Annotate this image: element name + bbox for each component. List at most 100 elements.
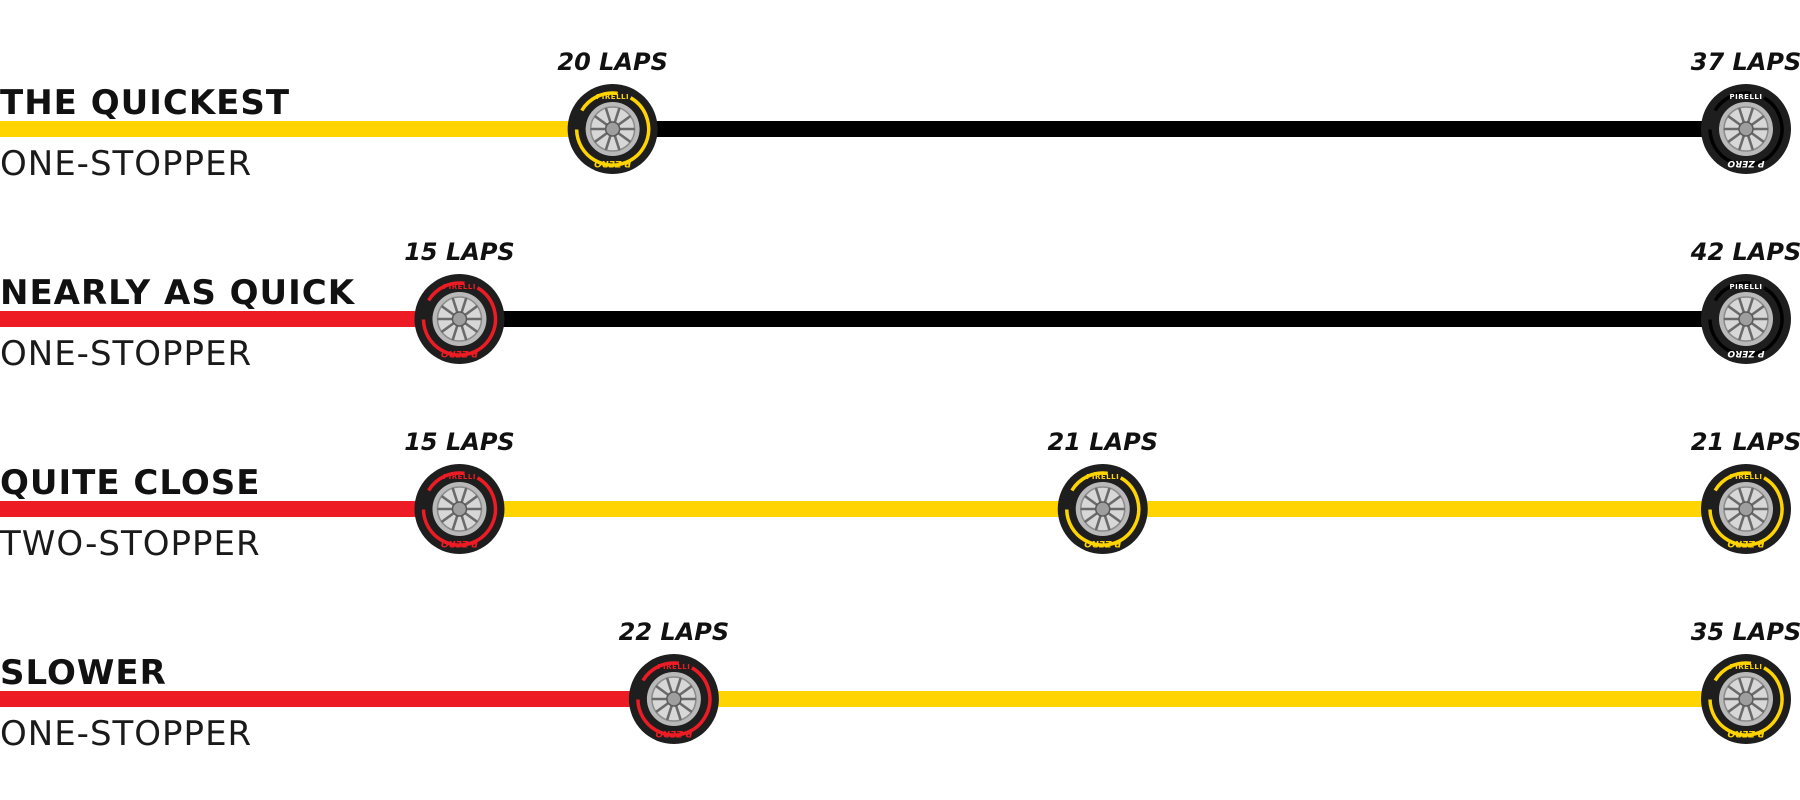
stint-laps-label: 22 LAPS bbox=[619, 618, 730, 646]
wheel-spoke bbox=[1738, 704, 1746, 721]
wheel-spoke bbox=[1746, 134, 1754, 151]
wheel-spoke bbox=[1727, 115, 1742, 127]
wheel-hub bbox=[1738, 691, 1754, 707]
wheel-spoke bbox=[441, 511, 456, 523]
wheel-spoke bbox=[1746, 514, 1754, 531]
wheel-hub bbox=[1738, 121, 1754, 137]
tyre-brand-text: PIRELLI bbox=[443, 283, 476, 291]
tyre-medium-icon: PIRELLI P ZERO bbox=[1701, 654, 1791, 744]
wheel-spoke bbox=[666, 704, 674, 721]
wheel-spoke bbox=[1727, 495, 1742, 507]
wheel-spoke bbox=[1750, 131, 1765, 143]
wheel-spoke bbox=[1750, 511, 1765, 523]
wheel-spoke bbox=[1746, 487, 1754, 504]
wheel-spoke bbox=[616, 131, 631, 143]
tyre-model-text: P ZERO bbox=[594, 158, 631, 168]
wheel-spoke bbox=[1084, 495, 1099, 507]
wheel-hub bbox=[1738, 311, 1754, 327]
wheel-spoke bbox=[1738, 487, 1746, 504]
tyre-compound-band bbox=[574, 91, 651, 167]
wheel-spoke bbox=[594, 115, 609, 127]
wheel-spoke bbox=[460, 297, 468, 314]
tyre-brand-text: PIRELLI bbox=[1086, 473, 1119, 481]
tyre-brand-text: PIRELLI bbox=[596, 93, 629, 101]
wheel-hub bbox=[451, 311, 468, 327]
stint-laps-label: 37 LAPS bbox=[1691, 48, 1800, 76]
tyre-brand-text: PIRELLI bbox=[1730, 93, 1763, 101]
strategy-row: NEARLY AS QUICK ONE-STOPPER PIRELLI P ZERO 1… bbox=[0, 238, 1800, 374]
wheel-spoke bbox=[1727, 131, 1742, 143]
tyre-compound-band bbox=[1708, 471, 1784, 547]
wheel-spoke bbox=[1727, 701, 1742, 713]
stint-laps-label: 21 LAPS bbox=[1691, 428, 1800, 456]
tyre-compound-band bbox=[421, 281, 498, 357]
tyre-model-text: P ZERO bbox=[1084, 538, 1121, 548]
wheel-spoke bbox=[1738, 514, 1746, 531]
tyre-brand-text: PIRELLI bbox=[1730, 663, 1763, 671]
strategy-title: NEARLY AS QUICK bbox=[0, 273, 356, 313]
wheel-spoke bbox=[1738, 677, 1746, 694]
wheel-spoke bbox=[1750, 701, 1765, 713]
strategy-subtitle: ONE-STOPPER bbox=[0, 714, 252, 754]
wheel-spoke bbox=[1107, 511, 1122, 523]
wheel-spoke bbox=[1750, 115, 1765, 127]
wheel-hub bbox=[1738, 501, 1754, 517]
tyre-model-text: P ZERO bbox=[441, 538, 478, 548]
tyre-model-text: P ZERO bbox=[1727, 348, 1764, 358]
wheel-spoke bbox=[460, 324, 468, 341]
tyre-compound-band bbox=[1708, 281, 1784, 357]
tyre-soft-icon: PIRELLI P ZERO bbox=[414, 464, 505, 554]
wheel-spoke bbox=[674, 704, 682, 721]
wheel-spoke bbox=[655, 685, 670, 697]
tyre-medium-icon: PIRELLI P ZERO bbox=[1057, 464, 1148, 554]
wheel-spoke bbox=[1103, 487, 1111, 504]
wheel-spoke bbox=[1746, 324, 1754, 341]
wheel-spoke bbox=[1750, 685, 1765, 697]
tyre-compound-band bbox=[1708, 91, 1784, 167]
wheel-spoke bbox=[1084, 511, 1099, 523]
wheel-spoke bbox=[1750, 305, 1765, 317]
stint-laps-label: 15 LAPS bbox=[404, 238, 515, 266]
wheel-spoke bbox=[451, 487, 459, 504]
wheel-spoke bbox=[616, 115, 631, 127]
tyre-medium-icon: PIRELLI P ZERO bbox=[567, 84, 658, 174]
wheel-spoke bbox=[1727, 305, 1742, 317]
wheel-spoke bbox=[594, 131, 609, 143]
wheel-spoke bbox=[463, 321, 478, 333]
stint-laps-label: 15 LAPS bbox=[404, 428, 515, 456]
tyre-model-text: P ZERO bbox=[1727, 538, 1764, 548]
wheel-spoke bbox=[1750, 321, 1765, 333]
wheel-spoke bbox=[1094, 487, 1102, 504]
strategy-title: SLOWER bbox=[0, 653, 167, 693]
wheel-spoke bbox=[1746, 677, 1754, 694]
strategy-title: THE QUICKEST bbox=[0, 83, 290, 123]
wheel-spoke bbox=[463, 305, 478, 317]
tyre-hard-icon: PIRELLI P ZERO bbox=[1701, 274, 1791, 364]
wheel-spoke bbox=[460, 487, 468, 504]
wheel-spoke bbox=[1727, 511, 1742, 523]
tyre-model-text: P ZERO bbox=[1727, 728, 1764, 738]
wheel-spoke bbox=[674, 677, 682, 694]
wheel-spoke bbox=[666, 677, 674, 694]
wheel-spoke bbox=[604, 134, 612, 151]
wheel-spoke bbox=[1103, 514, 1111, 531]
wheel-spoke bbox=[678, 685, 693, 697]
wheel-spoke bbox=[1727, 685, 1742, 697]
tyre-brand-text: PIRELLI bbox=[443, 473, 476, 481]
wheel-spoke bbox=[451, 324, 459, 341]
wheel-spoke bbox=[441, 321, 456, 333]
strategy-subtitle: ONE-STOPPER bbox=[0, 334, 252, 374]
wheel-spoke bbox=[460, 514, 468, 531]
stint-laps-label: 21 LAPS bbox=[1047, 428, 1158, 456]
tyre-brand-text: PIRELLI bbox=[1730, 283, 1763, 291]
stint-laps-label: 20 LAPS bbox=[557, 48, 668, 76]
tyre-compound-band bbox=[1708, 661, 1784, 737]
wheel-spoke bbox=[1738, 297, 1746, 314]
wheel-spoke bbox=[451, 514, 459, 531]
tyre-model-text: P ZERO bbox=[655, 728, 692, 738]
